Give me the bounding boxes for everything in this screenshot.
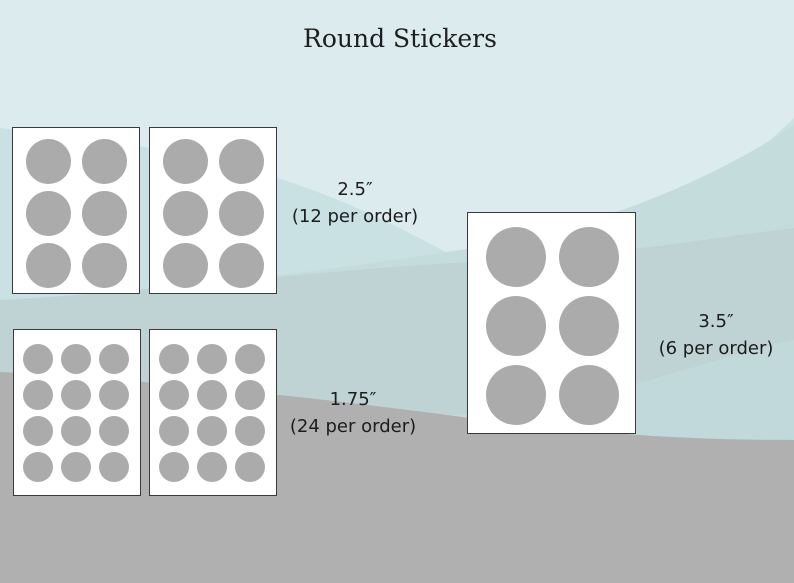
sticker-circle xyxy=(23,452,53,482)
sticker-circle xyxy=(23,380,53,410)
label-1-75-count: (24 per order) xyxy=(289,416,417,437)
sticker-circle xyxy=(26,191,71,236)
sticker-circle xyxy=(197,452,227,482)
sticker-circle xyxy=(219,191,264,236)
sticker-circle xyxy=(559,296,619,356)
page-title: Round Stickers xyxy=(303,24,497,53)
sheet-2-5-a xyxy=(12,127,140,294)
sticker-circle xyxy=(197,380,227,410)
sticker-circle xyxy=(559,365,619,425)
sticker-circle xyxy=(486,365,546,425)
sticker-circle xyxy=(486,227,546,287)
label-1-75-size: 1.75″ xyxy=(329,389,377,410)
sticker-circle xyxy=(235,344,265,374)
sticker-circle xyxy=(486,296,546,356)
sticker-circle xyxy=(99,416,129,446)
sticker-circle xyxy=(82,139,127,184)
sheet-1-75-a xyxy=(13,329,141,496)
sticker-circle xyxy=(219,139,264,184)
sticker-circle xyxy=(219,243,264,288)
sticker-circle xyxy=(99,380,129,410)
sticker-circle xyxy=(197,344,227,374)
sticker-circle xyxy=(163,243,208,288)
sheet-3-5 xyxy=(467,212,636,434)
sticker-circle xyxy=(82,243,127,288)
label-2-5-count: (12 per order) xyxy=(291,206,419,227)
sticker-circle xyxy=(197,416,227,446)
sticker-circle xyxy=(159,380,189,410)
sticker-circle xyxy=(61,380,91,410)
label-2-5-size: 2.5″ xyxy=(337,179,373,200)
sticker-circle xyxy=(99,452,129,482)
sticker-circle xyxy=(559,227,619,287)
label-2-5: 2.5″ (12 per order) xyxy=(280,176,430,230)
label-3-5-count: (6 per order) xyxy=(658,338,774,359)
sticker-circle xyxy=(235,380,265,410)
sticker-circle xyxy=(23,344,53,374)
sticker-circle xyxy=(23,416,53,446)
sticker-circle xyxy=(235,416,265,446)
sheet-2-5-b xyxy=(149,127,277,294)
sticker-circle xyxy=(159,452,189,482)
sheet-1-75-b xyxy=(149,329,277,496)
sticker-circle xyxy=(163,139,208,184)
sticker-circle xyxy=(82,191,127,236)
sticker-circle xyxy=(61,452,91,482)
sticker-circle xyxy=(163,191,208,236)
label-1-75: 1.75″ (24 per order) xyxy=(278,386,428,440)
sticker-circle xyxy=(61,416,91,446)
label-3-5: 3.5″ (6 per order) xyxy=(650,308,782,362)
label-3-5-size: 3.5″ xyxy=(698,311,734,332)
sticker-circle xyxy=(26,243,71,288)
sticker-circle xyxy=(99,344,129,374)
sticker-circle xyxy=(26,139,71,184)
sticker-circle xyxy=(159,344,189,374)
sticker-circle xyxy=(159,416,189,446)
sticker-circle xyxy=(235,452,265,482)
sticker-circle xyxy=(61,344,91,374)
